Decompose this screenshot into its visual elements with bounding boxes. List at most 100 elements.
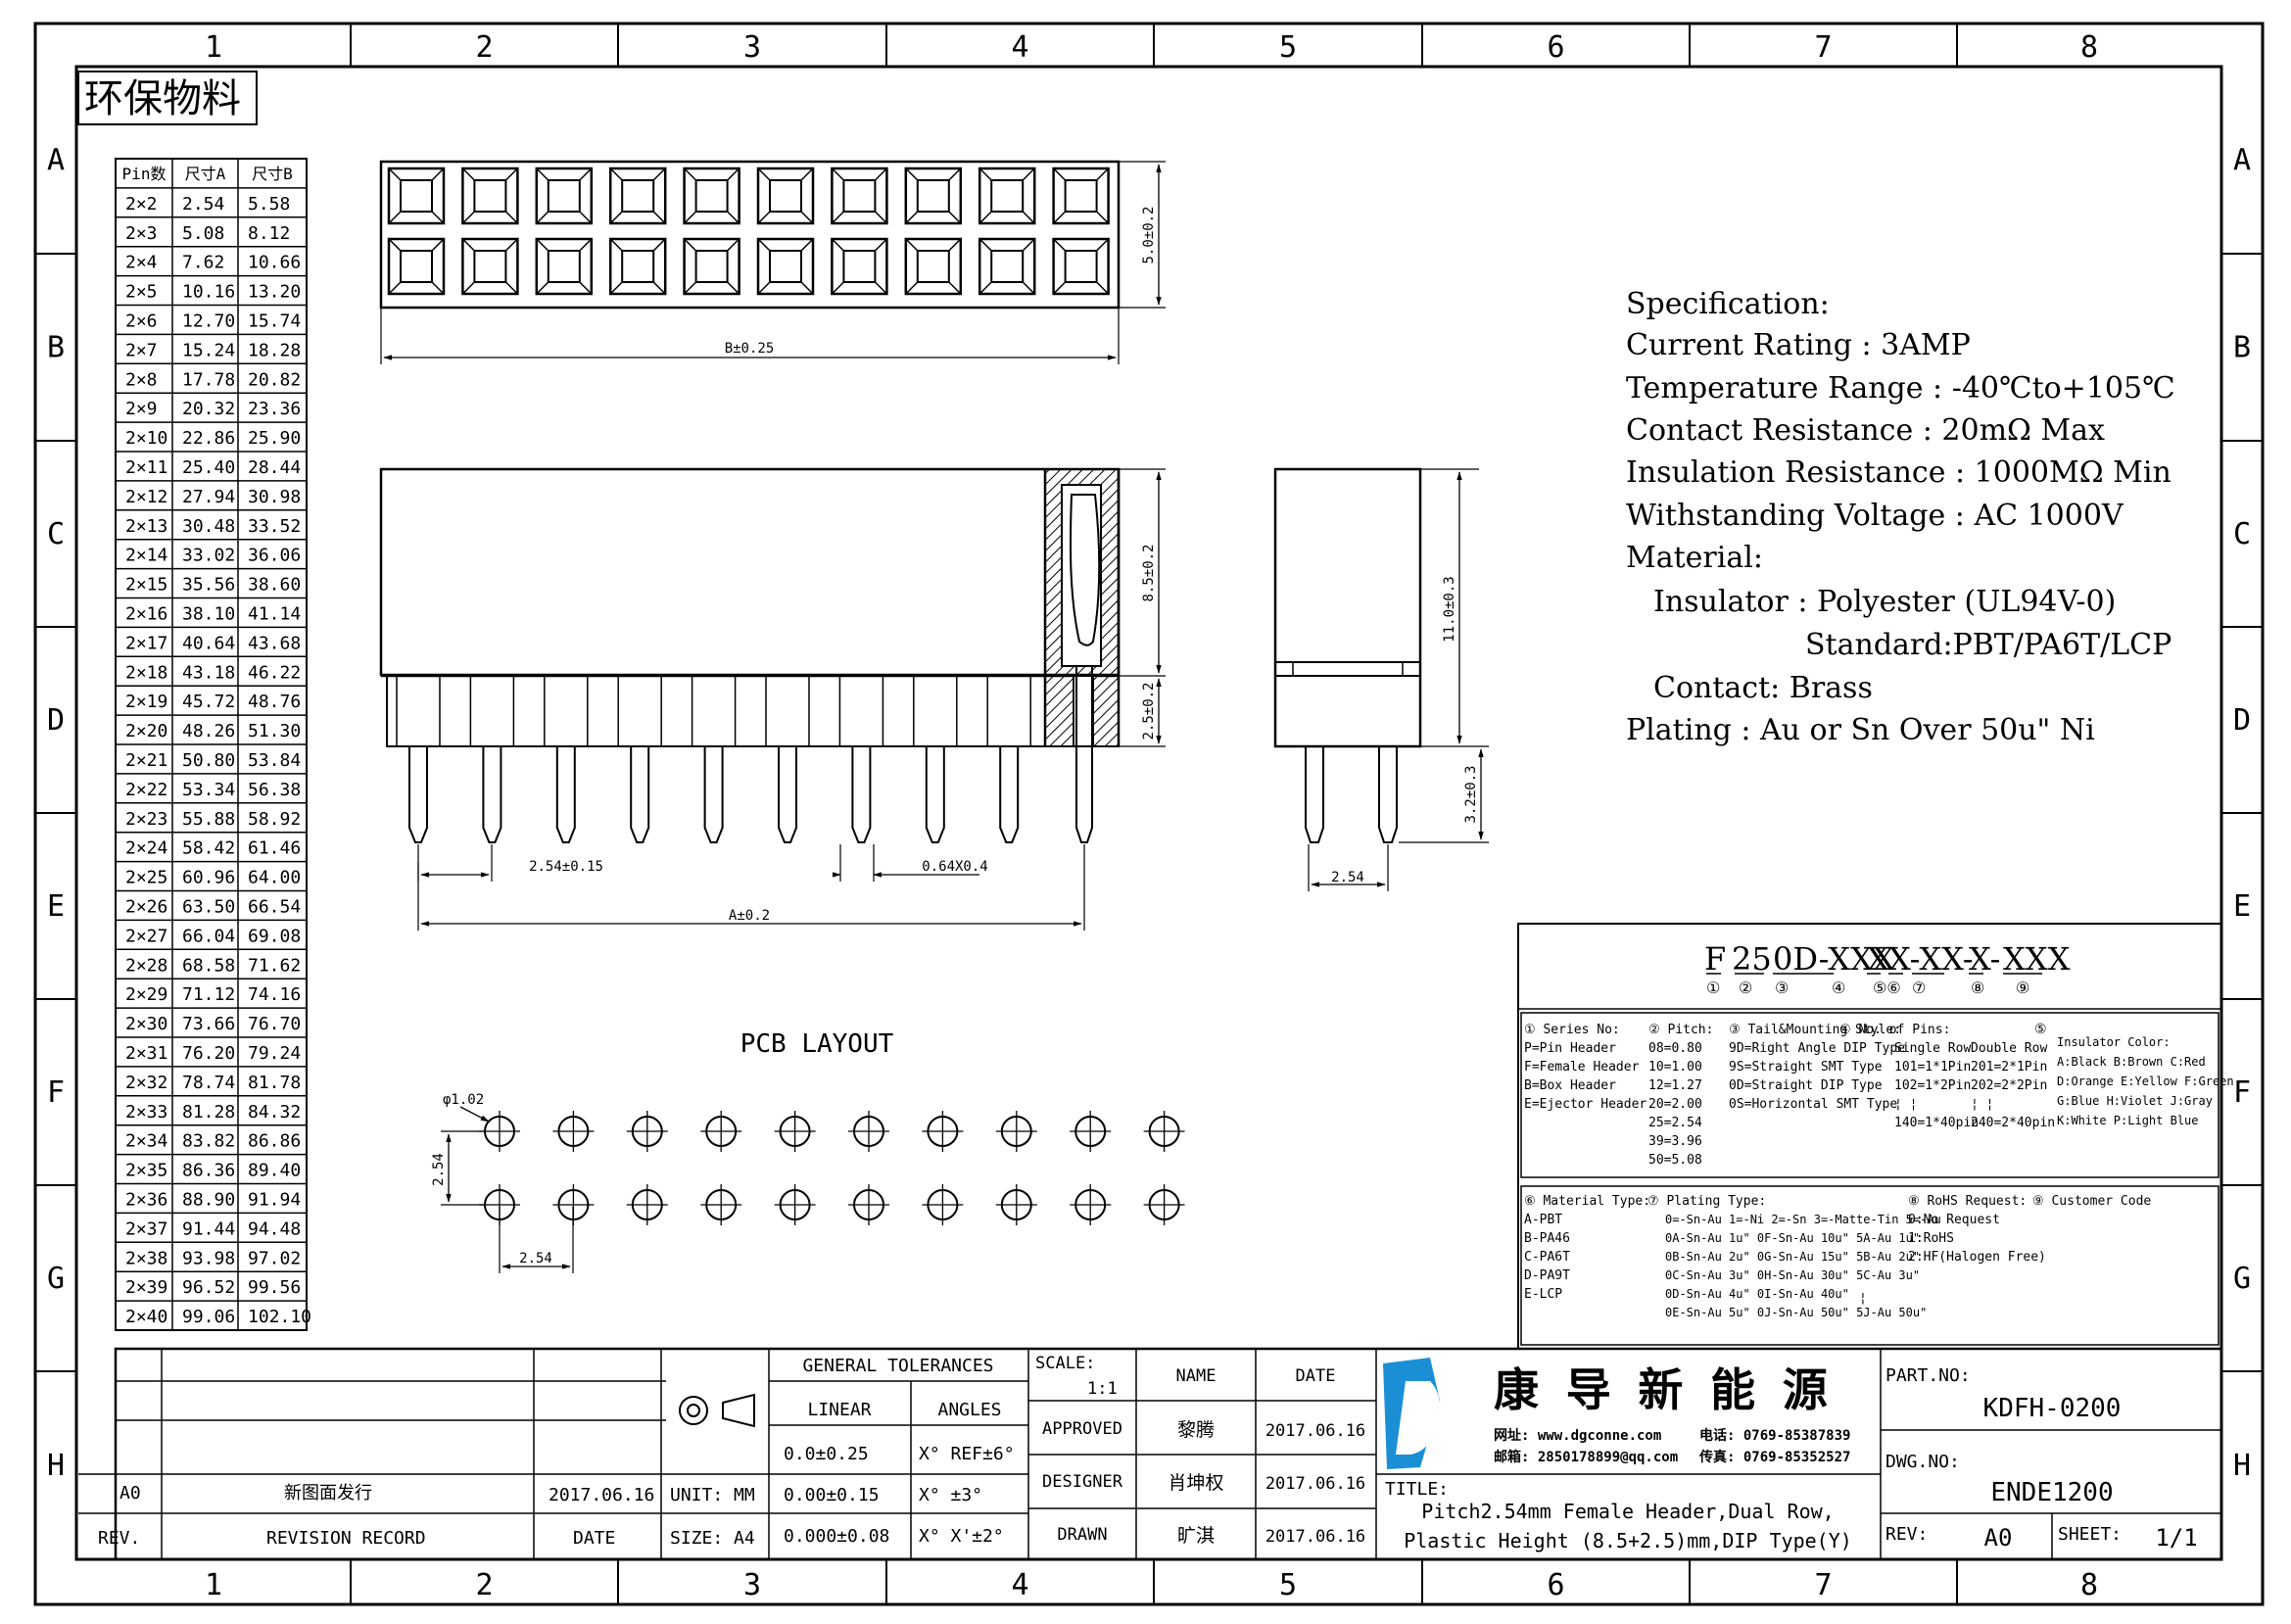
zone-row-label: C bbox=[47, 517, 65, 551]
cavity-chamfer bbox=[948, 281, 962, 295]
cavity-chamfer bbox=[461, 211, 475, 224]
cavity-chamfer bbox=[431, 281, 445, 295]
date-header: DATE bbox=[1296, 1366, 1336, 1386]
table-cell: 55.88 bbox=[182, 809, 235, 830]
code-segment: X bbox=[1867, 940, 1889, 978]
contact-cavity-inner bbox=[769, 179, 802, 213]
tail-option: ③ Tail&Mounting Style: bbox=[1729, 1023, 1901, 1037]
contact-cavity-inner bbox=[916, 250, 950, 283]
cavity-chamfer bbox=[609, 211, 623, 224]
zone-row-label: H bbox=[2233, 1449, 2251, 1483]
cavity-chamfer bbox=[948, 167, 962, 181]
zone-row-label: B bbox=[47, 331, 65, 365]
contact-cavity-inner bbox=[842, 179, 877, 213]
cavity-chamfer bbox=[978, 238, 992, 252]
cavity-chamfer bbox=[431, 238, 445, 252]
pcb-layout-title: PCB LAYOUT bbox=[740, 1029, 894, 1059]
contact-cavity bbox=[904, 237, 963, 296]
table-cell: 2×37 bbox=[125, 1218, 167, 1239]
side-pin bbox=[1378, 746, 1398, 843]
side-body bbox=[1273, 467, 1422, 748]
spec-line: Specification: bbox=[1626, 287, 1830, 321]
zone-column-label: 3 bbox=[743, 30, 761, 65]
table-cell: 20.32 bbox=[182, 399, 235, 419]
dim-body-height: 8.5±0.2 bbox=[1141, 544, 1157, 601]
contact-cavity bbox=[978, 237, 1036, 296]
cavity-chamfer bbox=[831, 238, 844, 252]
zone-row-label: E bbox=[2233, 889, 2251, 924]
table-cell: 91.44 bbox=[182, 1218, 235, 1239]
contact-cavity-inner bbox=[916, 179, 950, 213]
sheet-value: 1/1 bbox=[2155, 1524, 2197, 1552]
unit-label: UNIT: MM bbox=[670, 1485, 755, 1505]
table-cell: 63.50 bbox=[182, 897, 235, 918]
color-option: K:White P:Light Blue bbox=[2057, 1114, 2199, 1127]
table-cell: 51.30 bbox=[248, 721, 301, 741]
contact-cavity-inner bbox=[473, 250, 507, 283]
plating-option: 0C-Sn-Au 3u" 0H-Sn-Au 30u" 5C-Au 3u" bbox=[1665, 1268, 1920, 1282]
plating-option: ⑦ Plating Type: bbox=[1647, 1194, 1766, 1209]
table-cell: 40.64 bbox=[182, 633, 235, 653]
table-cell: 2×35 bbox=[125, 1161, 167, 1181]
table-cell: 2×13 bbox=[125, 516, 167, 537]
cavity-chamfer bbox=[1022, 211, 1035, 224]
table-cell: 25.90 bbox=[248, 428, 301, 449]
rohs-option: ⑧ RoHS Request: bbox=[1908, 1194, 2027, 1209]
cavity-chamfer bbox=[388, 167, 402, 181]
zone-column-label: 6 bbox=[1547, 1568, 1564, 1602]
table-cell: 2×23 bbox=[125, 809, 167, 830]
table-cell: 53.84 bbox=[248, 750, 301, 771]
table-cell: 102.10 bbox=[248, 1307, 311, 1327]
pin bbox=[999, 746, 1020, 843]
contact-cavity bbox=[904, 167, 963, 225]
table-cell: 2×16 bbox=[125, 604, 167, 625]
cavity-chamfer bbox=[727, 167, 740, 181]
plating-option: 0=-Sn-Au 1=-Ni 2=-Sn 3=-Matte-Tin 5=-Au bbox=[1665, 1213, 1941, 1226]
cavity-chamfer bbox=[1022, 167, 1035, 181]
cavity-chamfer bbox=[800, 211, 814, 224]
table-cell: 64.00 bbox=[248, 868, 301, 888]
zone-row-label: A bbox=[47, 144, 65, 178]
code-marker: ② bbox=[1739, 979, 1752, 997]
table-cell: 41.14 bbox=[248, 604, 301, 625]
spec-line: Plating : Au or Sn Over 50u" Ni bbox=[1626, 713, 2095, 747]
zone-row-label: G bbox=[47, 1262, 65, 1296]
approved-name: 黎腾 bbox=[1177, 1419, 1215, 1441]
cavity-chamfer bbox=[727, 211, 740, 224]
zone-column-label: 7 bbox=[1814, 1568, 1832, 1602]
cavity-chamfer bbox=[504, 167, 518, 181]
table-cell: 33.52 bbox=[248, 516, 301, 537]
table-cell: 22.86 bbox=[182, 428, 235, 449]
pitch-option: ② Pitch: bbox=[1648, 1023, 1713, 1037]
table-cell: 2×15 bbox=[125, 575, 167, 596]
material-option: A-PBT bbox=[1524, 1213, 1562, 1227]
table-cell: 2×33 bbox=[125, 1102, 167, 1122]
table-cell: 2×34 bbox=[125, 1131, 167, 1152]
code-segment: F bbox=[1704, 940, 1726, 978]
general-tolerances: GENERAL TOLERANCES bbox=[802, 1356, 993, 1376]
pitch-option: 20=2.00 bbox=[1648, 1097, 1702, 1112]
top-view: B±0.255.0±0.2 bbox=[379, 160, 1166, 364]
cavity-chamfer bbox=[800, 167, 814, 181]
table-cell: 27.94 bbox=[182, 487, 235, 507]
table-cell: 2×18 bbox=[125, 662, 167, 683]
table-cell: 2×22 bbox=[125, 780, 167, 800]
table-cell: 2×12 bbox=[125, 487, 167, 507]
contact-cavity bbox=[461, 237, 519, 296]
zone-column-label: 3 bbox=[743, 1568, 761, 1602]
contact-cavity bbox=[756, 237, 815, 296]
cavity-chamfer bbox=[1053, 211, 1067, 224]
code-segment: 25 bbox=[1732, 940, 1772, 978]
contact-cavity bbox=[756, 167, 815, 225]
table-cell: 2×32 bbox=[125, 1073, 167, 1093]
projection-symbol bbox=[722, 1393, 755, 1428]
table-cell: 61.46 bbox=[248, 838, 301, 859]
table-header: 尺寸A bbox=[185, 165, 226, 183]
contact-cavity-inner bbox=[769, 250, 802, 283]
table-cell: 38.10 bbox=[182, 604, 235, 625]
table-cell: 15.74 bbox=[248, 311, 301, 332]
top-view-outline bbox=[379, 160, 1121, 310]
spec-line: Current Rating : 3AMP bbox=[1626, 328, 1971, 362]
pin bbox=[851, 746, 872, 843]
